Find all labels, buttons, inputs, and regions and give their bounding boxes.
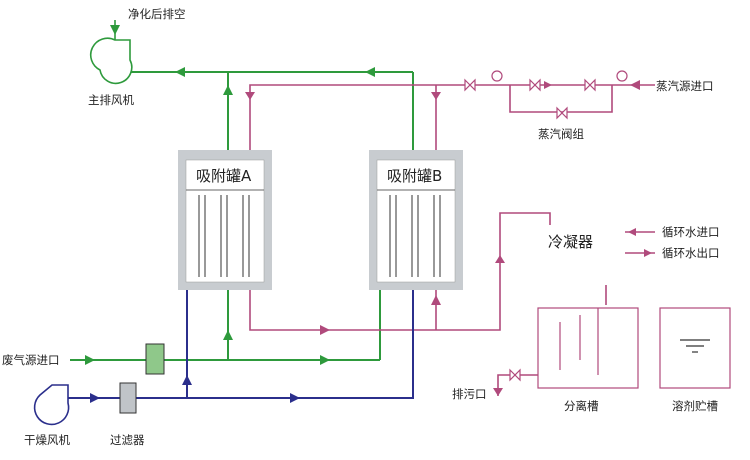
label-main-fan: 主排风机 (88, 93, 134, 107)
label-dry-fan: 干燥风机 (24, 433, 70, 447)
label-tank-a: 吸附罐A (196, 167, 252, 185)
label-drain: 排污口 (452, 387, 487, 401)
gas-arrows (85, 67, 375, 365)
label-separator: 分离槽 (564, 399, 599, 413)
steam-arrows (245, 80, 652, 396)
dry-filter (119, 382, 137, 414)
label-waste-gas-inlet: 废气源进口 (2, 353, 60, 367)
tank-a (178, 150, 272, 290)
label-solvent-tank: 溶剂贮槽 (672, 399, 718, 413)
label-condenser: 冷凝器 (548, 233, 593, 251)
tank-b-media (389, 195, 441, 277)
label-cw-out: 循环水出口 (662, 246, 720, 260)
separator (537, 307, 639, 389)
main-fan-icon (89, 20, 133, 85)
dry-fan-icon (33, 384, 70, 426)
dry-air-arrows (90, 375, 300, 403)
label-cw-in: 循环水进口 (662, 225, 720, 239)
solvent-tank (659, 307, 731, 389)
steam-valves (464, 70, 628, 120)
label-filter: 过滤器 (110, 433, 145, 447)
label-steam-inlet: 蒸汽源进口 (656, 79, 714, 93)
dry-air-lines (62, 288, 414, 399)
label-steam-valve-group: 蒸汽阀组 (538, 127, 584, 141)
drain-valve (509, 368, 521, 382)
label-tank-b: 吸附罐B (387, 167, 442, 185)
tank-a-media (198, 195, 250, 277)
steam-lines (249, 84, 655, 396)
tank-b (369, 150, 463, 290)
label-exhaust: 净化后排空 (128, 7, 186, 21)
waste-gas-filter (145, 343, 165, 375)
